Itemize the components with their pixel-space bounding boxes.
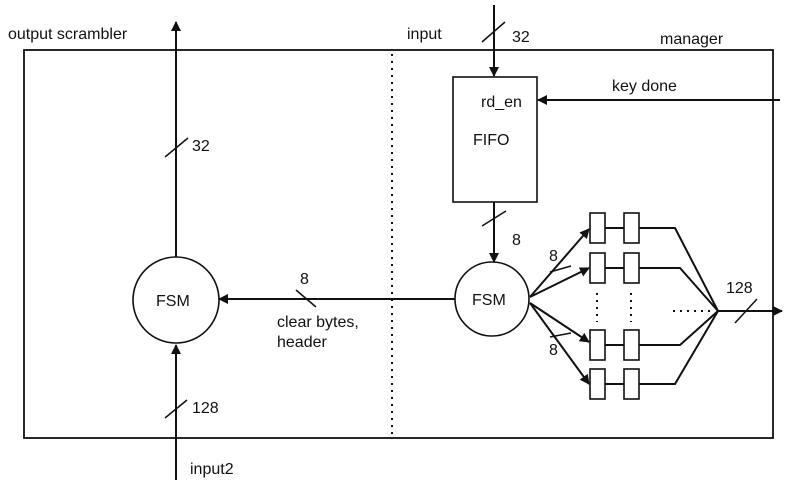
label-width-lane-top: 8 bbox=[549, 248, 558, 265]
fanout-arrow-1 bbox=[529, 228, 590, 298]
label-manager: manager bbox=[660, 31, 724, 48]
register-4a bbox=[589, 368, 606, 400]
lane-registers bbox=[589, 212, 640, 400]
bus-slash-lane-top bbox=[549, 265, 572, 273]
bus-slash-fsm-link bbox=[295, 289, 317, 308]
bus-slash-input bbox=[481, 21, 506, 43]
merge-lines bbox=[639, 227, 719, 385]
register-3b bbox=[623, 329, 640, 361]
register-4b bbox=[623, 368, 640, 400]
bus-slash-input2 bbox=[164, 399, 188, 419]
label-clear-bytes: clear bytes, bbox=[277, 314, 359, 331]
register-2b bbox=[623, 252, 640, 284]
label-fsm-right: FSM bbox=[472, 292, 506, 309]
label-key-done: key done bbox=[612, 78, 677, 95]
merge-line-4 bbox=[639, 310, 719, 385]
merge-line-1 bbox=[639, 227, 719, 312]
register-1b bbox=[623, 212, 640, 244]
label-input: input bbox=[407, 26, 442, 43]
outer-boundary-box bbox=[23, 49, 774, 439]
register-3a bbox=[589, 329, 606, 361]
fifo-box bbox=[452, 76, 538, 203]
merge-line-2 bbox=[639, 267, 719, 312]
label-fsm-left: FSM bbox=[156, 293, 190, 310]
bus-slash-output bbox=[164, 137, 189, 158]
label-width-lane-bottom: 8 bbox=[549, 342, 558, 359]
label-width-fsm-link: 8 bbox=[300, 271, 309, 288]
label-output-scrambler: output scrambler bbox=[8, 26, 128, 43]
label-width-output: 32 bbox=[192, 138, 210, 155]
label-header: header bbox=[277, 334, 327, 351]
register-2a bbox=[589, 252, 606, 284]
fanout-arrow-4 bbox=[529, 302, 590, 385]
label-input2: input2 bbox=[190, 461, 234, 478]
bus-slash-fifo-out bbox=[481, 210, 507, 227]
label-rd-en: rd_en bbox=[481, 94, 522, 111]
register-1a bbox=[589, 212, 606, 244]
fanout-arrow-3 bbox=[529, 302, 590, 343]
label-width-out-right: 128 bbox=[726, 280, 753, 297]
label-width-input: 32 bbox=[512, 29, 530, 46]
fanout-arrow-2 bbox=[529, 267, 590, 298]
label-width-input2: 128 bbox=[192, 400, 219, 417]
bus-slash-lane-bottom bbox=[549, 332, 572, 338]
label-fifo: FIFO bbox=[473, 132, 509, 149]
bus-slash-out-right bbox=[734, 298, 758, 324]
label-width-fifo-out: 8 bbox=[512, 232, 521, 249]
merge-line-3 bbox=[639, 310, 719, 346]
